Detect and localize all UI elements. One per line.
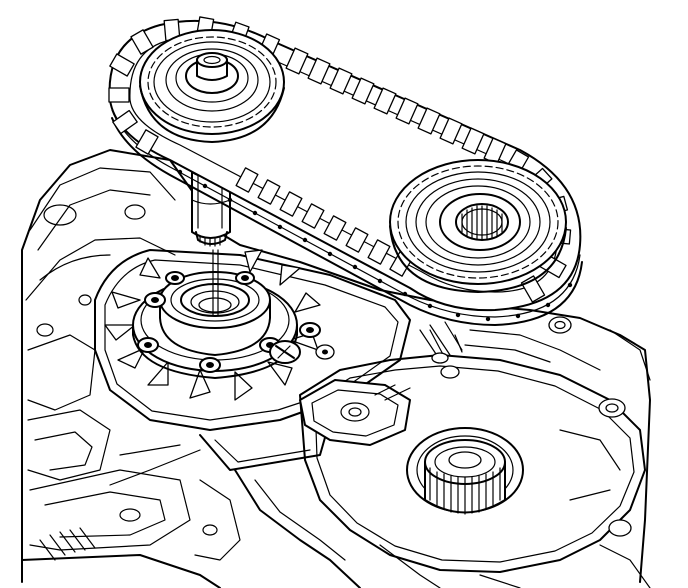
output-shaft-splines	[455, 203, 509, 241]
driven-sprocket	[389, 159, 567, 293]
chain-pins	[177, 169, 573, 322]
turbine-shaft-sleeve	[406, 427, 524, 515]
drive-sprocket	[139, 29, 285, 143]
pump-screw	[269, 340, 301, 364]
oil-pump-assembly	[104, 249, 335, 401]
transmission-case	[21, 149, 651, 588]
